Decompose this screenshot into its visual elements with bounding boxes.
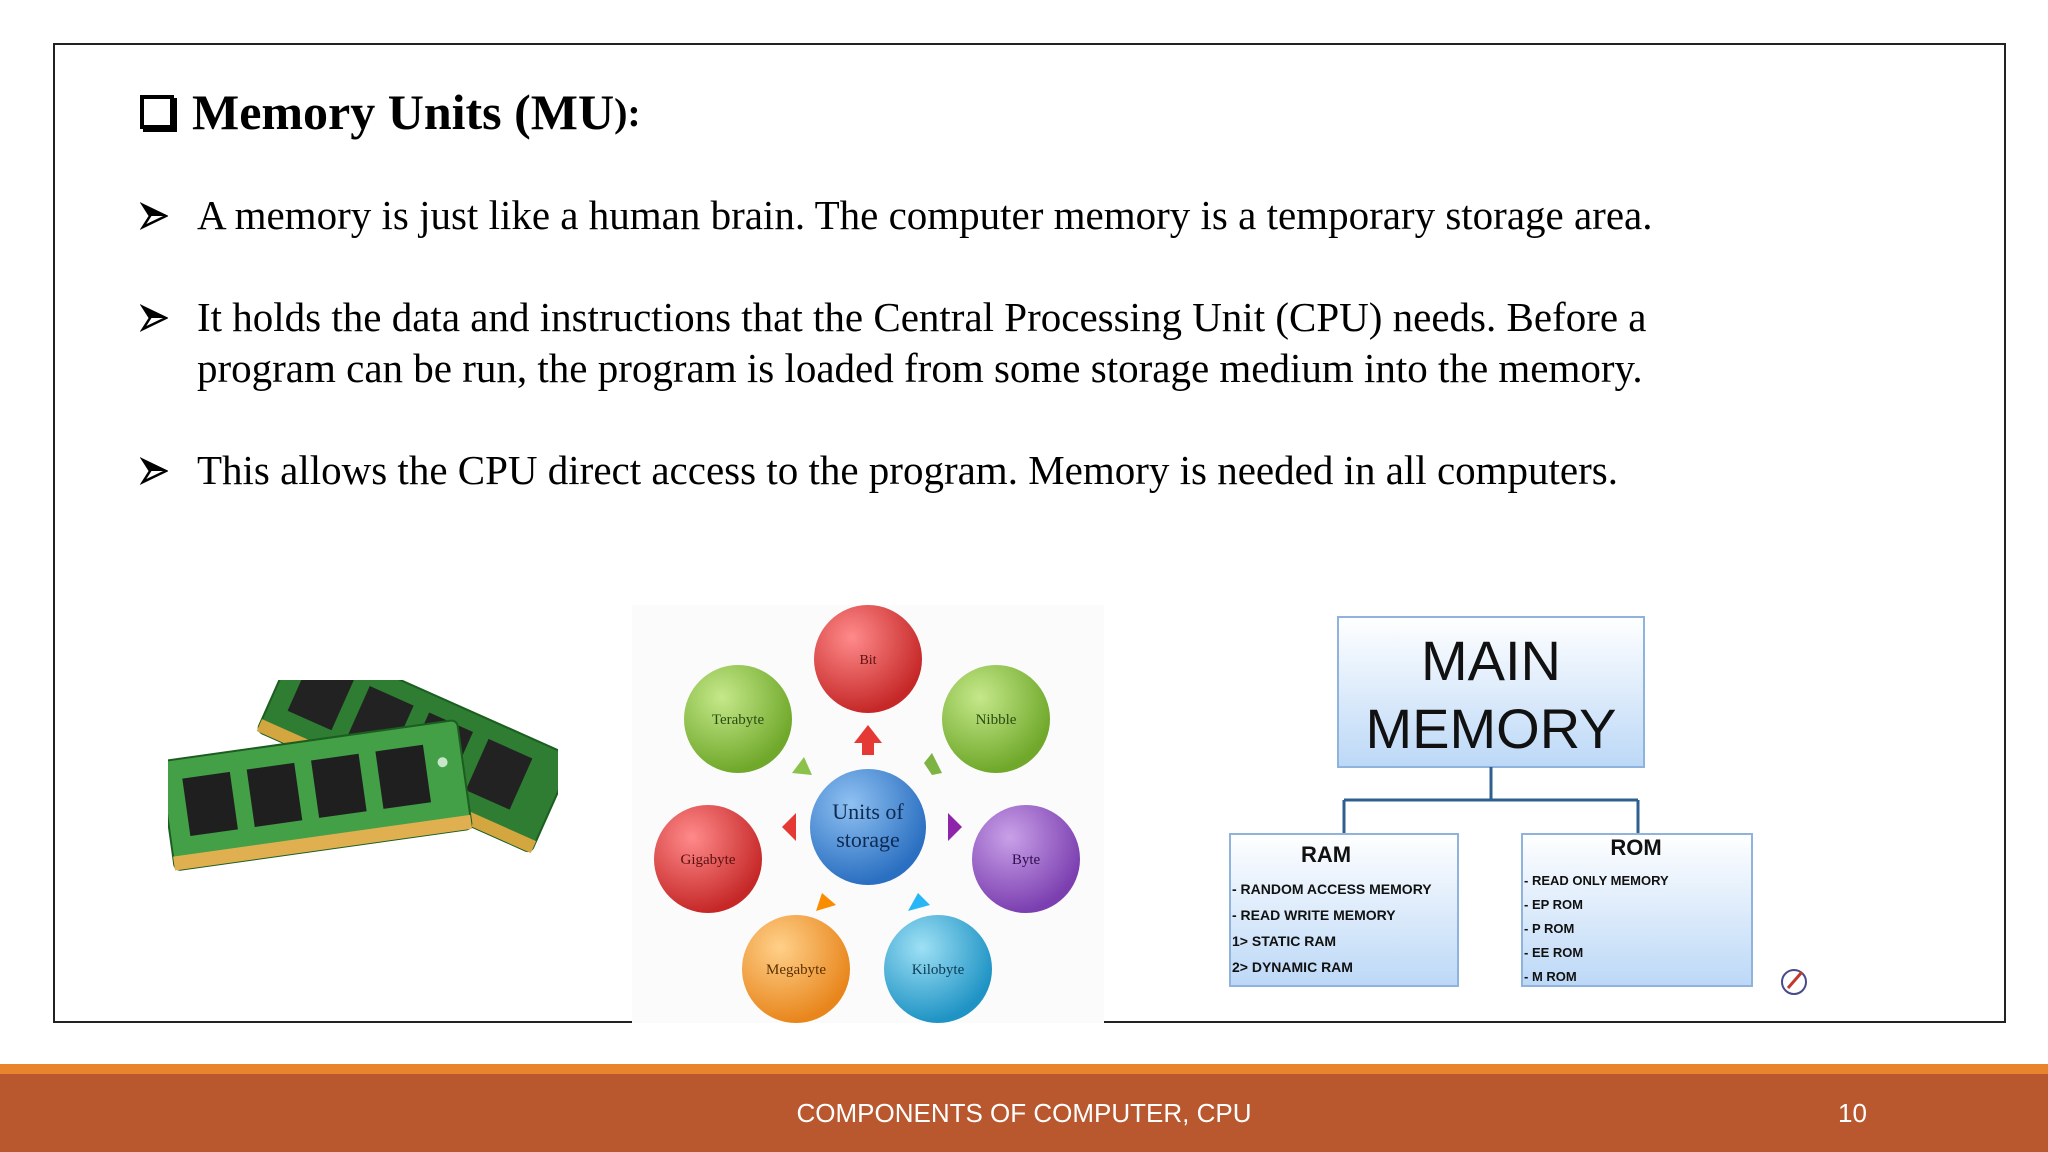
bullet-text: It holds the data and instructions that … xyxy=(197,294,1647,391)
page-number: 10 xyxy=(1838,1098,1867,1128)
unit-label-kilobyte: Kilobyte xyxy=(912,962,965,978)
ram-label: RAM xyxy=(1301,842,1351,867)
bullet-list: A memory is just like a human brain. The… xyxy=(140,190,1700,547)
center-label-2: storage xyxy=(836,827,900,852)
unit-bubble-bit xyxy=(814,605,922,713)
rom-label: ROM xyxy=(1610,835,1661,860)
rom-line: - M ROM xyxy=(1524,969,1577,984)
arrow-bullet-icon xyxy=(140,304,168,332)
rom-line: - P ROM xyxy=(1524,921,1574,936)
main-memory-box xyxy=(1337,616,1645,768)
ram-line: 2> DYNAMIC RAM xyxy=(1232,959,1353,975)
unit-label-bit: Bit xyxy=(859,653,876,668)
title-suffix: ): xyxy=(614,89,641,135)
unit-bubble-megabyte xyxy=(742,915,850,1023)
ram-modules-image xyxy=(168,680,558,871)
unit-label-byte: Byte xyxy=(1012,852,1041,868)
bullet-text: A memory is just like a human brain. The… xyxy=(197,192,1653,238)
unit-label-nibble: Nibble xyxy=(976,712,1017,728)
arrow-bullet-icon xyxy=(140,457,168,485)
rom-box xyxy=(1521,833,1753,987)
center-label-1: Units of xyxy=(832,799,904,824)
unit-label-terabyte: Terabyte xyxy=(712,712,765,728)
arrow-icons xyxy=(782,725,962,911)
rom-line: - EE ROM xyxy=(1524,945,1583,960)
unit-bubble-nibble xyxy=(942,665,1050,773)
main-memory-label-1: MAIN xyxy=(1421,629,1561,692)
bullet-text: This allows the CPU direct access to the… xyxy=(197,447,1618,493)
unit-label-megabyte: Megabyte xyxy=(766,962,826,978)
ram-line: - RANDOM ACCESS MEMORY xyxy=(1232,881,1432,897)
main-memory-label-2: MEMORY xyxy=(1366,697,1617,760)
footer-title: COMPONENTS OF COMPUTER, CPU xyxy=(796,1098,1252,1128)
connector-lines xyxy=(1342,767,1640,834)
main-memory-diagram: MAIN MEMORY RAM - RANDOM ACCESS MEMORY -… xyxy=(1229,616,1807,995)
arrow-bullet-icon xyxy=(140,202,168,230)
center-bubble xyxy=(810,769,926,885)
unit-bubble-terabyte xyxy=(684,665,792,773)
ram-box xyxy=(1229,833,1459,987)
unit-bubble-gigabyte xyxy=(654,805,762,913)
units-of-storage-diagram: Units of storage Bit Nibble Byte Kilobyt… xyxy=(632,605,1104,1023)
rom-line: - EP ROM xyxy=(1524,897,1583,912)
rom-line: - READ ONLY MEMORY xyxy=(1524,873,1669,888)
footer-accent-strip xyxy=(0,1064,2048,1074)
bullet-item: This allows the CPU direct access to the… xyxy=(140,445,1700,496)
ram-line: - READ WRITE MEMORY xyxy=(1232,907,1396,923)
unit-bubble-byte xyxy=(972,805,1080,913)
ram-line: 1> STATIC RAM xyxy=(1232,933,1336,949)
unit-bubble-kilobyte xyxy=(884,915,992,1023)
title-text: Memory Units (MU xyxy=(192,84,615,140)
bullet-item: A memory is just like a human brain. The… xyxy=(140,190,1700,241)
slide-footer: COMPONENTS OF COMPUTER, CPU 10 xyxy=(0,1074,2048,1152)
logo-icon xyxy=(1781,969,1807,995)
bullet-item: It holds the data and instructions that … xyxy=(140,292,1700,394)
slide-title: Memory Units (MU): xyxy=(140,82,641,142)
unit-label-gigabyte: Gigabyte xyxy=(681,852,736,868)
checkbox-bullet-icon xyxy=(140,95,174,129)
